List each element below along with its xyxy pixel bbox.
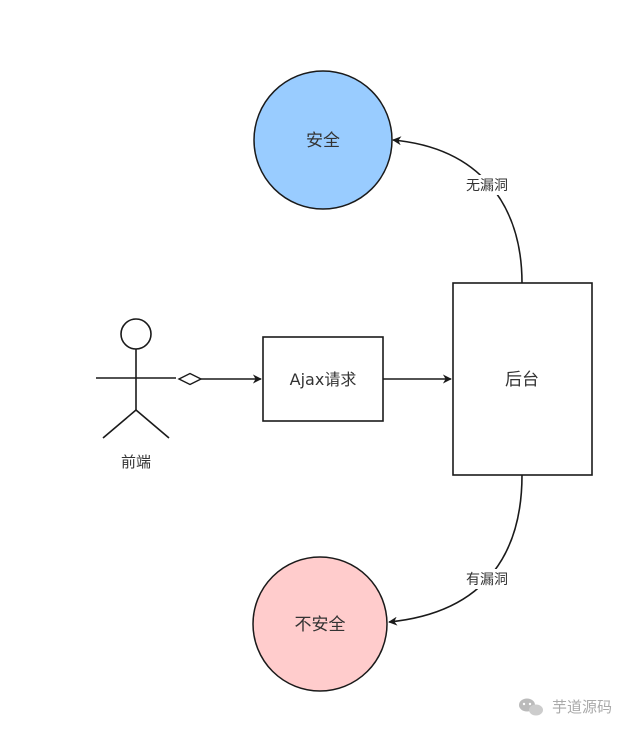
actor-figure	[96, 318, 176, 439]
safe-circle	[253, 70, 393, 210]
has-vuln-label: 有漏洞	[466, 572, 508, 588]
backend-to-unsafe-curve	[388, 474, 523, 626]
actor-leg-left	[102, 409, 137, 439]
actor-leg-right	[135, 409, 170, 439]
watermark: 芋道源码	[519, 698, 612, 716]
request-node: Ajax请求	[262, 336, 384, 422]
safe-label: 安全	[306, 131, 340, 151]
actor-label: 前端	[121, 453, 151, 471]
association-diamond	[177, 372, 203, 386]
backend-to-safe-curve	[392, 136, 523, 284]
request-label: Ajax请求	[290, 370, 357, 389]
backend-label: 后台	[505, 370, 539, 390]
watermark-text: 芋道源码	[552, 698, 612, 716]
safe-node: 安全	[253, 70, 393, 210]
actor-to-request-edge	[177, 372, 262, 386]
unsafe-circle	[252, 556, 388, 692]
actor-head	[120, 318, 152, 350]
has-vuln-label-bg	[458, 569, 518, 589]
backend-box	[452, 282, 593, 476]
unsafe-label: 不安全	[295, 615, 346, 635]
backend-node: 后台	[452, 282, 593, 476]
no-vuln-label-bg	[458, 175, 518, 195]
wechat-icon	[519, 698, 543, 716]
no-vuln-label: 无漏洞	[466, 178, 508, 194]
unsafe-node: 不安全	[252, 556, 388, 692]
